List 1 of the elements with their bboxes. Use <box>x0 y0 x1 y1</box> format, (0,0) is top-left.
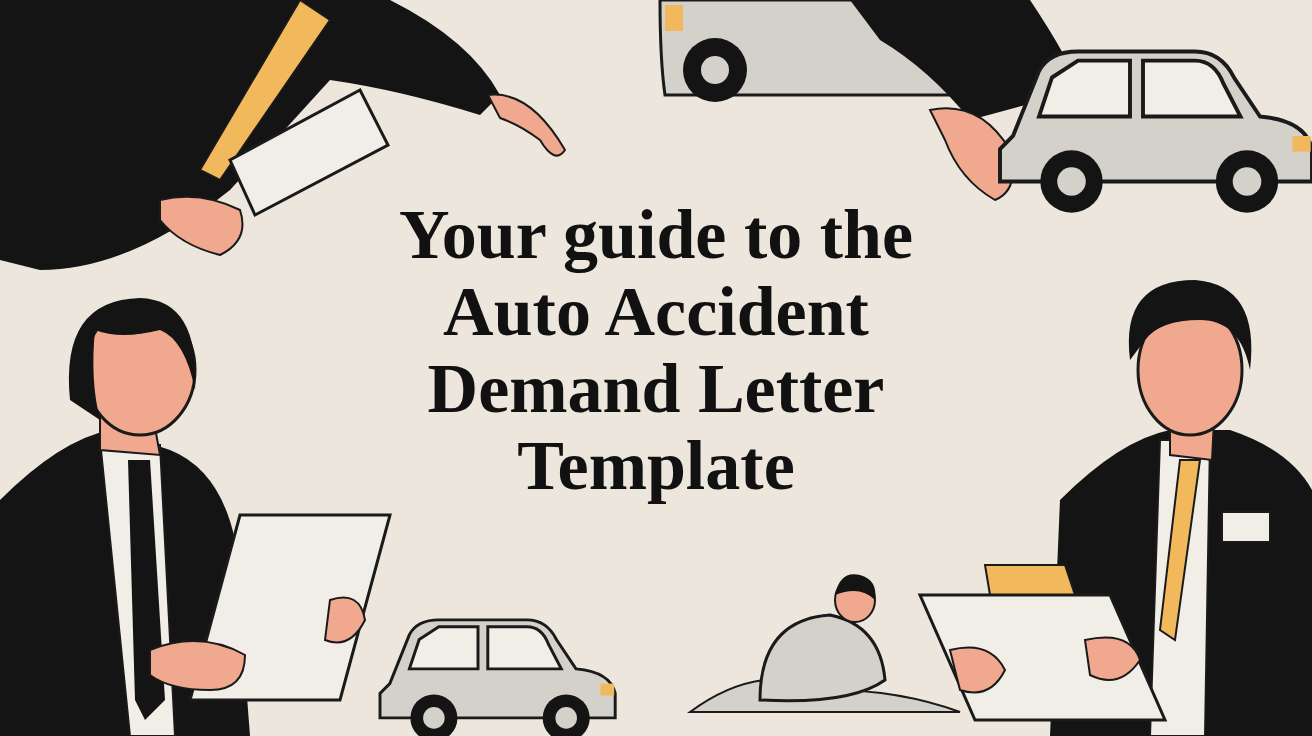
title: Your guide to the Auto Accident Demand Letter Template <box>398 196 914 504</box>
